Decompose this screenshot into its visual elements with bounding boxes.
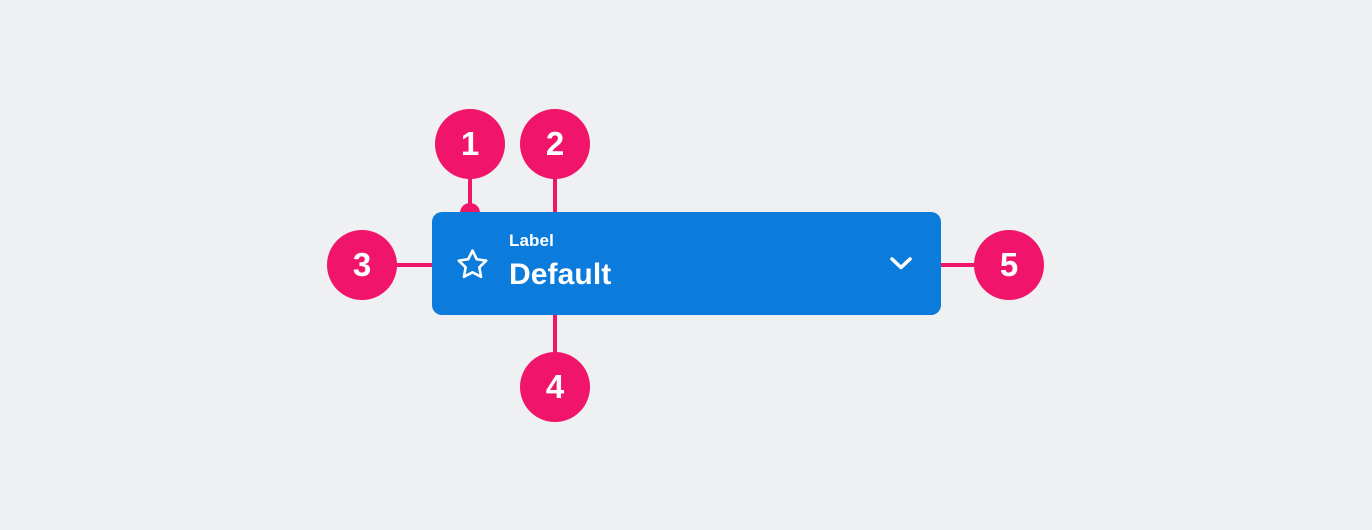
callout-badge-4[interactable]: 4 <box>520 352 590 422</box>
dropdown-field[interactable]: Label Default <box>432 212 941 315</box>
leader-line-2 <box>553 178 557 233</box>
leader-line-3 <box>396 263 466 267</box>
callout-badge-3[interactable]: 3 <box>327 230 397 300</box>
field-value: Default <box>509 258 612 291</box>
callout-badge-1[interactable]: 1 <box>435 109 505 179</box>
callout-badge-5[interactable]: 5 <box>974 230 1044 300</box>
leader-line-4 <box>553 295 557 357</box>
callout-badge-2[interactable]: 2 <box>520 109 590 179</box>
leader-line-1 <box>468 178 472 218</box>
chevron-down-icon[interactable] <box>887 252 915 274</box>
field-label: Label <box>509 231 554 250</box>
star-icon[interactable] <box>456 247 489 280</box>
leader-line-5 <box>916 263 982 267</box>
field-text-group: Label Default <box>509 231 849 294</box>
